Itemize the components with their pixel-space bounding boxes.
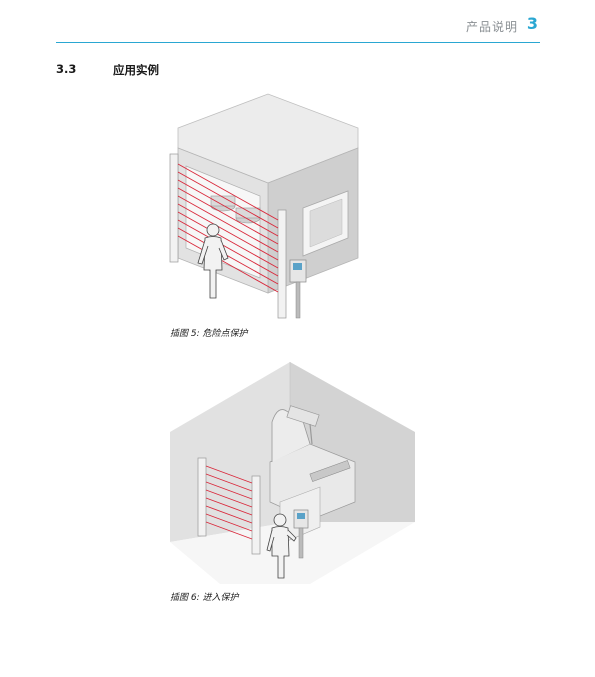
figure-5-caption: 插图 5: 危险点保护 (170, 329, 248, 339)
section-title: 应用实例 (113, 63, 159, 77)
header-title: 产品说明 (465, 20, 518, 34)
section-number: 3.3 (56, 62, 77, 76)
page-header: 产品说明 3 (56, 14, 540, 43)
figure-6-caption: 插图 6: 进入保护 (170, 593, 239, 603)
figure-point-protection (169, 93, 359, 319)
figure-access-protection (170, 362, 415, 584)
chapter-number: 3 (526, 14, 538, 33)
